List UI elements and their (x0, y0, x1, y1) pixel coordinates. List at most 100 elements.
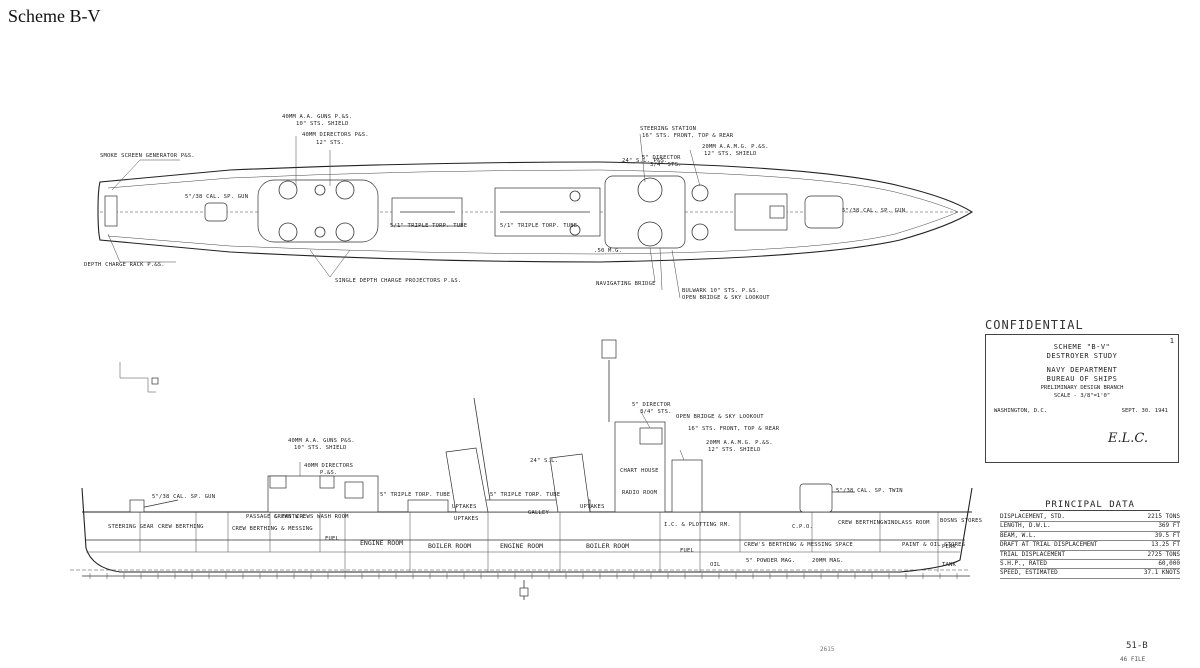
comp-cpo: C.P.O. (792, 524, 813, 530)
profile-label-tube-aft: 5" TRIPLE TORP. TUBE (380, 492, 450, 498)
comp-boiler-2: BOILER ROOM (586, 542, 629, 550)
plan-label-open-bridge: OPEN BRIDGE & SKY LOOKOUT (682, 295, 770, 301)
principal-data-label: DRAFT AT TRIAL DISPLACEMENT (1000, 541, 1098, 549)
comp-plotting: I.C. & PLOTTING RM. (664, 522, 731, 528)
plan-label-tube-fwd: 5/1" TRIPLE TORP. TUBE (500, 223, 577, 229)
profile-label-sl: 24" S.L. (530, 458, 558, 464)
plan-label-steering-sub: 16" STS. FRONT, TOP & REAR (642, 133, 734, 139)
page-title: Scheme B-V (8, 6, 101, 26)
principal-data-value: 39.5 FT (1154, 531, 1180, 539)
profile-view: 40MM A.A. GUNS P&S. 10" STS. SHIELD 40MM… (70, 339, 982, 579)
comp-uptakes: UPTAKES (454, 516, 479, 522)
principal-data-row: LENGTH, D.W.L.369 FT (1000, 522, 1180, 532)
principal-data-row: BEAM, W.L. 39.5 FT (1000, 531, 1180, 542)
detail-sketch (119, 362, 159, 393)
comp-engine-2: ENGINE ROOM (500, 542, 543, 550)
title-line-4: BUREAU OF SHIPS (1046, 375, 1118, 383)
comp-crews-wr: CREWS W.C. (274, 514, 309, 520)
principal-data-value: 2725 TONS (1147, 550, 1180, 558)
profile-label-director5: 5" DIRECTOR (632, 402, 671, 408)
comp-bosun: BOSNS STORES (940, 518, 982, 524)
title-signature: E.L.C. (1107, 431, 1148, 446)
principal-data-table: PRINCIPAL DATA DISPLACEMENT, STD. 2215 TO… (1000, 500, 1180, 579)
title-line-5: PRELIMINARY DESIGN BRANCH (1040, 385, 1124, 391)
plan-label-projectors: SINGLE DEPTH CHARGE PROJECTORS P.&S. (335, 278, 461, 284)
comp-radio: RADIO ROOM (622, 490, 658, 496)
comp-powder: 5" POWDER MAG. (746, 558, 795, 564)
comp-fuel-2: FUEL (680, 548, 695, 554)
marker-symbol (519, 580, 529, 600)
profile-label-aa-guns: 40MM A.A. GUNS P&S. (288, 438, 355, 444)
plan-label-director5: 5" DIRECTOR (642, 155, 681, 161)
comp-peak: PEAK (942, 544, 957, 550)
profile-label-aamg: 20MM A.A.M.G. P.&S. (706, 440, 773, 446)
plan-label-aft-gun: 5"/38 CAL. SP. GUN (185, 194, 248, 200)
plan-label-sl: 24" S.L. P&S. (622, 158, 668, 164)
comp-steering: STEERING GEAR (108, 524, 154, 530)
principal-data-title: PRINCIPAL DATA (1020, 500, 1160, 511)
title-date: SEPT. 30. 1941 (1121, 408, 1168, 414)
title-line-1: SCHEME "B-V" (1053, 343, 1111, 351)
principal-data-value: 2215 TONS (1147, 513, 1180, 520)
profile-label-director5-sub: 3/4" STS. (640, 409, 672, 415)
profile-label-steering-sub: 16" STS. FRONT, TOP & REAR (688, 426, 780, 432)
plan-label-directors-sub: 12" STS. (316, 140, 344, 146)
plan-label-fwd-gun: 5"/38 CAL. SP. GUN (842, 208, 905, 214)
plan-label-tube-aft: 5/1" TRIPLE TORP. TUBE (390, 223, 467, 229)
footer-page-number: 51-B (1126, 641, 1148, 651)
principal-data-value: 37.1 KNOTS (1143, 569, 1180, 577)
footer-small-note: 46 FILE (1120, 656, 1146, 663)
comp-mag20: 20MM MAG. (812, 558, 844, 564)
principal-data-row: TRIAL DISPLACEMENT 2725 TONS (1000, 550, 1180, 561)
principal-data-label: TRIAL DISPLACEMENT (1000, 550, 1066, 558)
comp-oil: OIL (710, 562, 721, 568)
principal-data-value: 369 FT (1158, 522, 1180, 530)
comp-passage: PASSAGE & PANT. (246, 514, 299, 520)
comp-engine-1: ENGINE ROOM (360, 539, 403, 547)
profile-label-aft-gun: 5"/38 CAL. SP. GUN (152, 494, 215, 500)
footer-center-note: 2615 (820, 646, 835, 653)
plan-label-depth-rack: DEPTH CHARGE RACK P.&S. (84, 262, 165, 268)
title-line-6: SCALE - 3/8"=1'0" (1053, 393, 1111, 399)
plan-label-nav-bridge: NAVIGATING BRIDGE (596, 281, 656, 287)
title-place: WASHINGTON, D.C. (994, 408, 1047, 414)
profile-hull (81, 487, 973, 573)
comp-windlass: WINDLASS ROOM (884, 520, 930, 526)
profile-label-fwd-gun: 5"/38 CAL. SP. TWIN (836, 488, 903, 494)
principal-data-label: BEAM, W.L. (1000, 531, 1037, 539)
comp-crews-wash: CREWS WASH ROOM (296, 514, 349, 520)
comp-galley: GALLEY (528, 510, 550, 516)
comp-fuel-1: FUEL (325, 536, 340, 542)
comp-boiler-1: BOILER ROOM (428, 542, 471, 550)
comp-chart: CHART HOUSE (620, 468, 659, 474)
profile-label-directors: 40MM DIRECTORS (304, 463, 353, 469)
comp-tank: TANK (942, 562, 957, 568)
plan-label-aamg-sub: 12" STS. SHIELD (704, 151, 757, 157)
comp-crew-aft: CREW BERTHING (158, 524, 204, 530)
plan-label-smoke: SMOKE SCREEN GENERATOR P&S. (100, 153, 195, 159)
profile-label-stack-aft: UPTAKES (452, 504, 477, 510)
comp-paint: PAINT & OIL STORES (902, 542, 965, 548)
title-line-3: NAVY DEPARTMENT (1046, 366, 1118, 374)
comp-crew-fwd: CREW'S BERTHING & MESSING SPACE (744, 542, 853, 548)
title-block-corner: 1 (1169, 337, 1174, 345)
profile-label-aa-shields: 10" STS. SHIELD (294, 445, 347, 451)
principal-data-label: DISPLACEMENT, STD. (1000, 513, 1066, 520)
confidential-stamp: CONFIDENTIAL (985, 318, 1084, 332)
plan-label-directors: 40MM DIRECTORS P&S. (302, 132, 369, 138)
principal-data-label: S.H.P., RATED (1000, 560, 1047, 568)
principal-data-label: SPEED, ESTIMATED (1000, 569, 1058, 577)
principal-data-row: SPEED, ESTIMATED 37.1 KNOTS (1000, 569, 1180, 579)
plan-label-aa-guns: 40MM A.A. GUNS P.&S. (282, 114, 352, 120)
plan-label-bulwark: BULWARK 10" STS. P.&S. (682, 288, 759, 294)
plan-label-aa-shields: 10" STS. SHIELD (296, 121, 349, 127)
comp-crew-berthing-fwd: CREW BERTHING (838, 520, 884, 526)
profile-label-open-bridge: OPEN BRIDGE & SKY LOOKOUT (676, 414, 764, 420)
comp-crew-mid: CREW BERTHING & MESSING (232, 526, 313, 532)
plan-view: SMOKE SCREEN GENERATOR P&S. DEPTH CHARGE… (84, 114, 974, 301)
plan-hull (97, 161, 974, 263)
profile-label-aamg-sub: 12" STS. SHIELD (708, 447, 761, 453)
plan-label-director5-sub: 3/4" STS. (650, 162, 682, 168)
